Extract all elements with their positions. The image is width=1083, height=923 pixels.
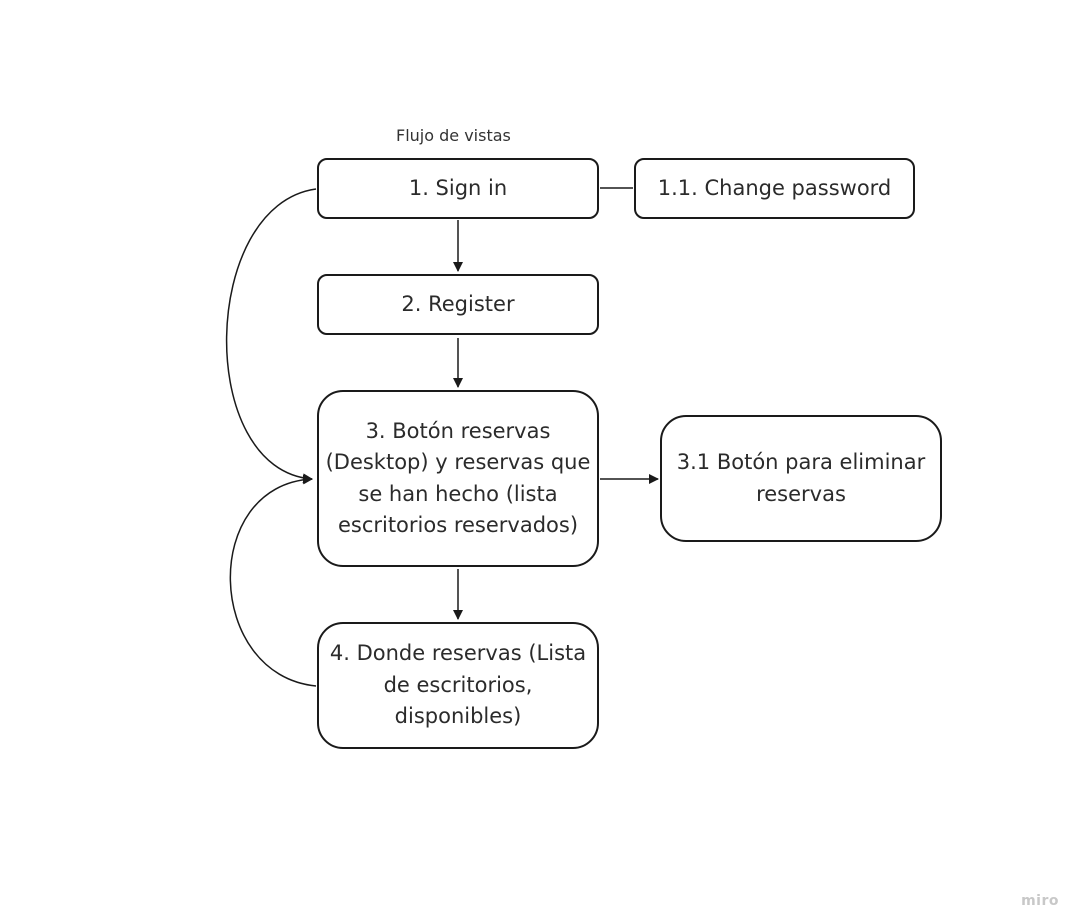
frame-title: Flujo de vistas <box>396 126 511 145</box>
arrow-donde-reservas-curve <box>229 474 317 687</box>
arrow-signin-reservas-curve <box>225 188 317 484</box>
node-reservas-button[interactable]: 3. Botón reservas (Desktop) y reservas q… <box>317 390 599 567</box>
node-register-label: 2. Register <box>401 291 515 316</box>
node-change-password-label: 1.1. Change password <box>657 175 892 200</box>
node-sign-in-label: 1. Sign in <box>408 175 508 200</box>
node-donde-reservas-label: 4. Donde reservas (Lista de escritorios,… <box>329 641 587 729</box>
node-eliminar-button[interactable]: 3.1 Botón para eliminar reservas <box>660 415 942 542</box>
node-donde-reservas[interactable]: 4. Donde reservas (Lista de escritorios,… <box>317 622 599 749</box>
node-reservas-button-label: 3. Botón reservas (Desktop) y reservas q… <box>325 418 591 538</box>
miro-watermark: miro <box>1021 893 1059 909</box>
node-eliminar-button-label: 3.1 Botón para eliminar reservas <box>676 450 926 506</box>
node-sign-in[interactable]: 1. Sign in <box>317 158 599 219</box>
node-change-password[interactable]: 1.1. Change password <box>634 158 915 219</box>
node-register[interactable]: 2. Register <box>317 274 599 335</box>
